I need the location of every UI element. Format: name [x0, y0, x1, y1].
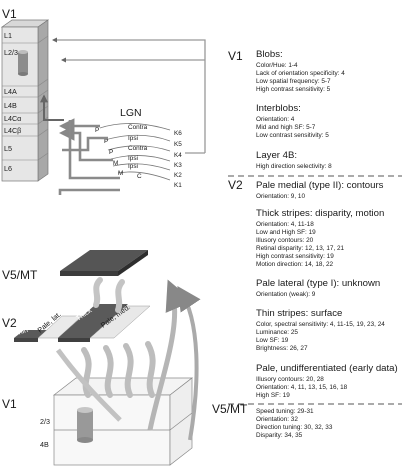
lgn-letter-p3: P [109, 149, 113, 156]
cortical-area-3d-diagram: V5/MT V2 V1 2/3 4B [2, 250, 201, 466]
v1-layer4b-item: High direction selectivity: 8 [256, 163, 332, 170]
v1-layer-4b-label: 4B [40, 440, 49, 449]
v2-area-label: V2 [2, 316, 17, 330]
v2-stripes [14, 304, 151, 342]
layer-label-l5: L5 [4, 144, 12, 153]
v5-mt-slab [60, 250, 148, 276]
lgn-layer-k1: K1 [174, 182, 182, 189]
lgn-to-v1-projections [58, 118, 120, 195]
lgn-input-ipsi-1: Ipsi [128, 135, 138, 142]
v2-to-v5-pathways [93, 277, 125, 313]
layer-label-l4b: L4B [4, 101, 17, 110]
v1-laminar-diagram: V1 L1 L2/3 L4A L4B L4Cα L4Cβ L5 L6 [0, 7, 206, 195]
v2-pale-undiff-item: Orientation: 4, 11, 13, 15, 16, 18 [256, 384, 348, 391]
stripe-pale-medial [89, 305, 151, 339]
layer-label-l1: L1 [4, 31, 12, 40]
v2-thin-item: Color, spectral sensitivity: 4, 11-15, 1… [256, 321, 385, 328]
lgn-letter-m1: M [113, 160, 118, 167]
v1-to-v2-thin-stripe-pathway [55, 348, 122, 422]
v2-properties-heading: V2 [228, 178, 243, 192]
v2-thin-item: Luminance: 25 [256, 329, 298, 336]
v2-pale-lateral-item: Orientation (weak): 9 [256, 291, 316, 298]
lgn-layer-k3: K3 [174, 162, 182, 169]
lgn-layer-k5: K5 [174, 141, 182, 148]
v2-pale-medial-title: Pale medial (type II): contours [256, 180, 384, 191]
stripe-thick [58, 304, 128, 338]
lgn-letter-m2: M [118, 170, 123, 177]
v1-interblobs-item: Mid and high SF: 5-7 [256, 124, 316, 131]
v1-blobs-title: Blobs: [256, 49, 283, 60]
l4c-to-l4b-arrow [40, 94, 64, 121]
v5-area-label: V5/MT [2, 268, 38, 282]
v5-property-item: Direction tuning: 30, 32, 33 [256, 424, 333, 431]
stripe-pale-lateral [37, 315, 83, 339]
v1-block-title: V1 [2, 7, 17, 21]
lgn-title: LGN [120, 107, 142, 119]
lgn-layer-lines [99, 123, 171, 181]
v1-layer4b-title: Layer 4B: [256, 150, 297, 161]
lgn-letter-p1: P [95, 127, 99, 134]
lgn-input-ipsi-3: Ipsi [128, 163, 138, 170]
stripe-thin [14, 330, 48, 338]
layer-label-l4calpha: L4Cα [4, 114, 21, 123]
v2-thin-item: Brightness: 26, 27 [256, 345, 308, 352]
v2-thick-title: Thick stripes: disparity, motion [256, 208, 384, 219]
lgn-input-ipsi-2: Ipsi [128, 155, 138, 162]
v2-pale-lateral-title: Pale lateral (type I): unknown [256, 278, 380, 289]
lgn-letter-p2: P [104, 138, 108, 145]
v1-blobs-item: Color/Hue: 1-4 [256, 62, 298, 69]
v5-property-item: Speed tuning: 29-31 [256, 408, 314, 415]
v2-thick-item: Low and High SF: 19 [256, 229, 316, 236]
v1-area-label: V1 [2, 397, 17, 411]
v2-thin-item: Low SF: 19 [256, 337, 289, 344]
v1-blobs-item: High contrast sensitivity: 5 [256, 86, 331, 93]
lgn-input-c: C [137, 173, 142, 180]
v1-to-v2-pathways [81, 341, 156, 398]
v2-thin-title: Thin stripes: surface [256, 308, 342, 319]
v1-interblobs-item: Low contrast sensitivity: 5 [256, 132, 329, 139]
v1-interblobs-title: Interblobs: [256, 103, 301, 114]
lgn-layer-k6: K6 [174, 130, 182, 137]
v1-interblobs-item: Orientation: 4 [256, 116, 295, 123]
layer-label-l4a: L4A [4, 87, 17, 96]
layer-label-l23: L2/3 [4, 48, 18, 57]
layer-label-l4cbeta: L4Cβ [4, 126, 21, 135]
v2-thick-item: Illusory contours: 20 [256, 237, 314, 244]
v2-thick-item: Orientation: 4, 11-18 [256, 221, 314, 228]
v1-blobs-item: Lack of orientation specificity: 4 [256, 70, 345, 77]
v2-pale-undiff-title: Pale, undifferentiated (early data) [256, 363, 398, 374]
lgn-to-upper-layer-pathways [51, 37, 206, 154]
layer-label-l6: L6 [4, 164, 12, 173]
v1-properties-heading: V1 [228, 49, 243, 63]
v5-properties-heading: V5/MT [212, 402, 248, 416]
v2-thick-item: Motion direction: 14, 18, 22 [256, 261, 334, 268]
v1-blob-column [77, 410, 93, 440]
v1-layer-23-label: 2/3 [40, 417, 50, 426]
v2-pale-medial-item: Orientation: 9, 10 [256, 193, 305, 200]
v5-property-item: Orientation: 32 [256, 416, 298, 423]
v2-pale-undiff-item: Illusory contours: 20, 28 [256, 376, 324, 383]
property-lists: V1 Blobs: Color/Hue: 1-4 Lack of orienta… [212, 49, 402, 439]
v1-to-v5-direct-pathway [147, 279, 194, 431]
v1-to-v5-outer-pathway [177, 286, 201, 441]
layer-dividers [2, 35, 49, 161]
v2-thick-item: High contrast sensitivity: 19 [256, 253, 334, 260]
lgn-input-contra-1: Contra [128, 124, 148, 131]
lgn-input-contra-2: Contra [128, 145, 148, 152]
blob-cylinder [18, 52, 28, 74]
lgn-layer-k4: K4 [174, 152, 182, 159]
v1-blobs-item: Low spatial frequency: 5-7 [256, 78, 331, 85]
v2-thick-item: Retinal disparity: 12, 13, 17, 21 [256, 245, 345, 252]
lgn-layer-k2: K2 [174, 172, 182, 179]
v1-cortex-block [52, 377, 194, 466]
v2-pale-undiff-item: High SF: 19 [256, 392, 290, 399]
v5-property-item: Disparity: 34, 35 [256, 432, 303, 439]
stripe-label-thin: Thin [13, 325, 29, 338]
